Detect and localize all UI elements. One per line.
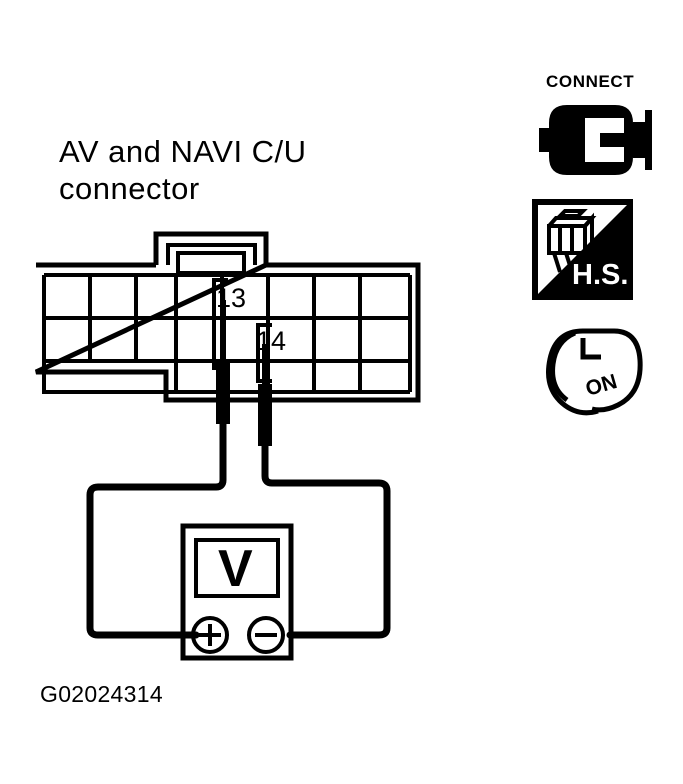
voltmeter-positive-terminal bbox=[191, 616, 229, 654]
figure-id: G02024314 bbox=[40, 681, 163, 707]
pin-callout-14-label: 14 bbox=[256, 326, 286, 356]
test-lead-wire-positive bbox=[86, 420, 227, 639]
voltmeter-negative-terminal bbox=[247, 616, 285, 654]
test-lead-wire-negative bbox=[261, 442, 391, 639]
test-probe-pin-13 bbox=[216, 300, 230, 424]
title-line-2: connector bbox=[59, 171, 200, 206]
harness-connector-pictogram bbox=[547, 209, 597, 273]
voltmeter-body bbox=[180, 523, 294, 661]
title-line-1: AV and NAVI C/U bbox=[59, 134, 307, 169]
harness-side-icon: H.S. bbox=[532, 199, 633, 300]
diagram-title: AV and NAVI C/U connector bbox=[59, 134, 307, 206]
voltmeter: V bbox=[180, 523, 294, 661]
test-probe-pin-14 bbox=[258, 344, 272, 446]
connect-icon-label: CONNECT bbox=[546, 72, 634, 91]
connect-icon: CONNECT bbox=[539, 72, 652, 175]
voltmeter-display bbox=[194, 538, 280, 598]
harness-side-icon-label: H.S. bbox=[572, 259, 628, 291]
connector-housing-outline bbox=[34, 262, 421, 403]
voltmeter-display-value: V bbox=[218, 540, 253, 598]
